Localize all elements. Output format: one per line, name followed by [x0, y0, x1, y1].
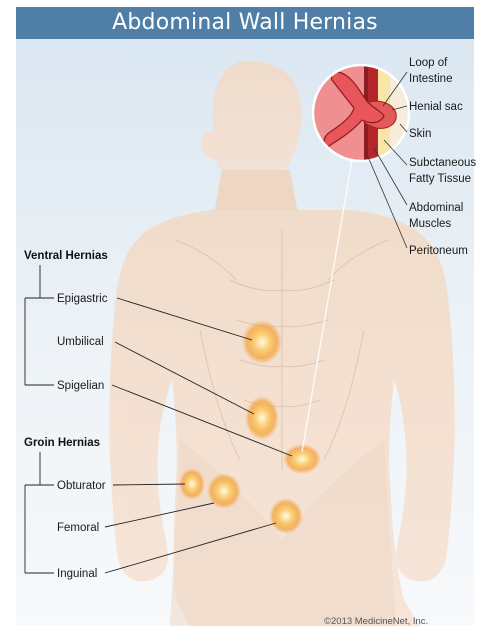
- epigastric-hernia-marker: [242, 320, 282, 364]
- label-spigelian: Spigelian: [57, 380, 104, 392]
- label-loop-of-intestine-1: Loop of: [409, 57, 448, 69]
- label-hernial-sac: Henial sac: [409, 101, 463, 113]
- label-obturator: Obturator: [57, 480, 106, 492]
- label-skin: Skin: [409, 128, 431, 140]
- groin-heading: Groin Hernias: [24, 437, 100, 449]
- inset-labels: Loop of Intestine Henial sac Skin Subcta…: [409, 57, 476, 257]
- groin-hernias-group: Groin Hernias Obturator Femoral Inguinal: [24, 437, 106, 580]
- body-figure: [109, 61, 455, 626]
- label-abdominal-muscles-2: Muscles: [409, 218, 451, 230]
- label-abdominal-muscles-1: Abdominal: [409, 202, 463, 214]
- label-subcutaneous-2: Fatty Tissue: [409, 173, 471, 185]
- label-peritoneum: Peritoneum: [409, 245, 468, 257]
- label-inguinal: Inguinal: [57, 568, 97, 580]
- inguinal-hernia-marker: [269, 498, 303, 534]
- umbilical-hernia-marker: [245, 396, 279, 440]
- label-subcutaneous-1: Subctaneous: [409, 157, 476, 169]
- label-epigastric: Epigastric: [57, 293, 108, 305]
- cross-section-inset: [310, 62, 414, 166]
- label-femoral: Femoral: [57, 522, 99, 534]
- label-umbilical: Umbilical: [57, 336, 104, 348]
- label-loop-of-intestine-2: Intestine: [409, 73, 452, 85]
- ventral-hernias-group: Ventral Hernias Epigastric Umbilical Spi…: [24, 250, 108, 392]
- ventral-heading: Ventral Hernias: [24, 250, 108, 262]
- copyright-notice: ©2013 MedicineNet, Inc.: [324, 616, 428, 627]
